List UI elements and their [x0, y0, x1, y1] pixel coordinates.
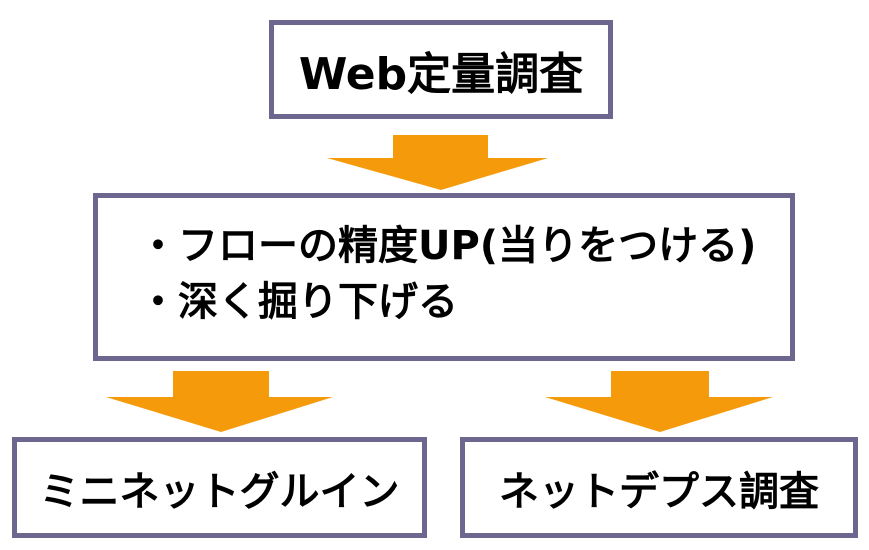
net-depth-survey-label: ネットデプス調査: [499, 468, 819, 515]
objective-item: ・深く掘り下げる: [138, 279, 458, 325]
net-depth-survey-box: ネットデプス調査: [460, 437, 858, 538]
mini-net-group-interview-label: ミニネットグルイン: [39, 468, 400, 515]
objectives-box: ・フローの精度UP(当りをつける) ・深く掘り下げる: [93, 193, 795, 361]
arrow-middle-to-bottom-right: [545, 371, 773, 432]
arrow-middle-to-bottom-left: [106, 371, 333, 432]
objective-item: ・フローの精度UP(当りをつける): [138, 223, 757, 269]
arrow-top-to-middle: [327, 135, 548, 190]
mini-net-group-interview-box: ミニネットグルイン: [12, 437, 427, 538]
web-quantitative-survey-label: Web定量調査: [298, 48, 584, 100]
web-quantitative-survey-box: Web定量調査: [269, 20, 613, 119]
